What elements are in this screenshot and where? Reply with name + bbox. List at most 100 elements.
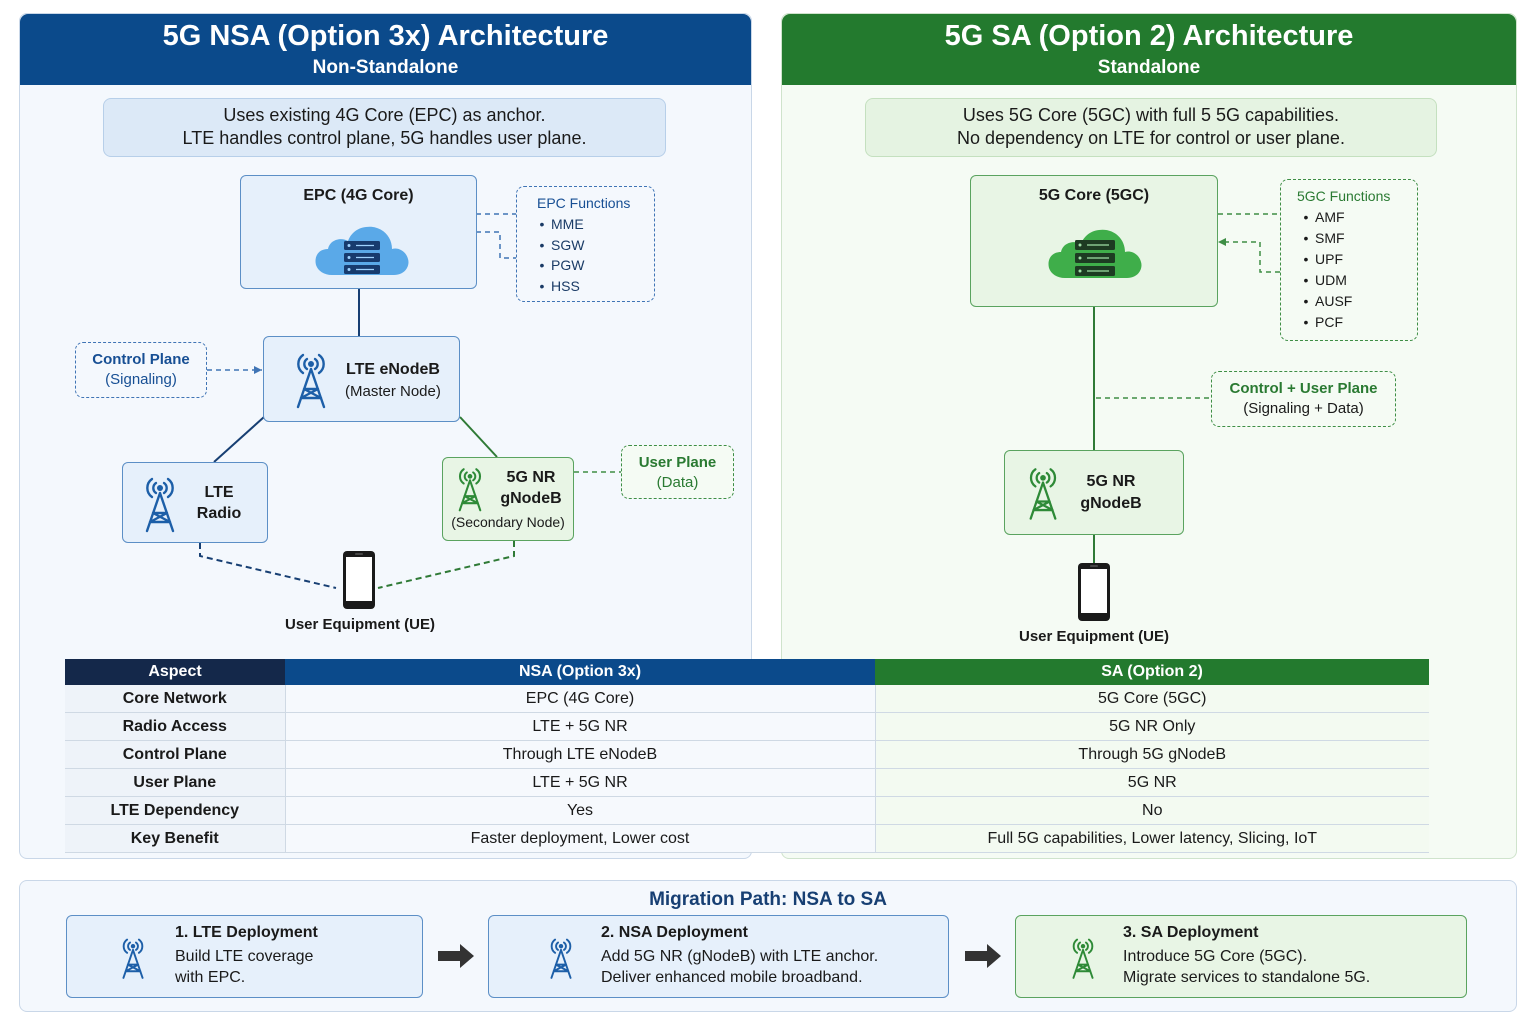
cell-tower-icon [296, 353, 326, 409]
5gc-functions-list: AMF SMF UPF UDM AUSF PCF [1297, 209, 1352, 335]
cloud-server-icon [1048, 229, 1142, 278]
user-plane-box: User Plane (Data) [621, 445, 734, 499]
step-1-title: 1. LTE Deployment [175, 924, 318, 941]
table-cell: No [874, 796, 1429, 825]
user-plane-sub: (Data) [656, 474, 699, 491]
table-cell: Full 5G capabilities, Lower latency, Sli… [874, 824, 1429, 853]
epc-functions-line-2 [476, 231, 516, 259]
table-cell: Radio Access [65, 712, 285, 741]
cloud-server-icon [315, 226, 409, 275]
function-item: HSS [533, 278, 584, 299]
table-header-aspect: Aspect [65, 659, 285, 685]
enodeb-to-gnodeb-line [459, 416, 498, 458]
step-1-line-1: Build LTE coverage [175, 948, 314, 965]
sa-gnodeb-box: 5G NR gNodeB [1004, 450, 1184, 535]
nsa-note-line-1: Uses existing 4G Core (EPC) as anchor. [223, 105, 546, 125]
lte-enodeb-box: LTE eNodeB (Master Node) [263, 336, 460, 422]
cp-up-box: Control + User Plane (Signaling + Data) [1211, 371, 1396, 427]
sa-ue-label: User Equipment (UE) [1018, 628, 1169, 645]
enodeb-sub: (Master Node) [345, 383, 441, 400]
function-item: AMF [1297, 209, 1352, 230]
sa-header: 5G SA (Option 2) Architecture Standalone [782, 14, 1516, 85]
table-row: Core Network EPC (4G Core) 5G Core (5GC) [65, 685, 1429, 713]
function-item: UPF [1297, 251, 1352, 272]
table-cell: 5G NR [874, 768, 1429, 797]
nsa-note: Uses existing 4G Core (EPC) as anchor. L… [103, 98, 666, 157]
lte-radio-to-ue-line [199, 543, 337, 589]
nsa-gnodeb-line-2: gNodeB [500, 490, 562, 507]
table-cell: Control Plane [65, 740, 285, 769]
5g-core-label: 5G Core (5GC) [1038, 187, 1150, 204]
step-3-title: 3. SA Deployment [1123, 924, 1259, 941]
table-cell: Faster deployment, Lower cost [284, 824, 875, 853]
cell-tower-icon [1029, 468, 1057, 520]
nsa-ue-label: User Equipment (UE) [284, 616, 435, 633]
step-3-desc: Introduce 5G Core (5GC). Migrate service… [1123, 946, 1370, 988]
table-header-sa: SA (Option 2) [875, 659, 1429, 685]
arrow-right-icon [438, 944, 474, 968]
table-row: Radio Access LTE + 5G NR 5G NR Only [65, 712, 1429, 741]
lte-radio-line-2: Radio [196, 505, 242, 522]
sa-note-line-2: No dependency on LTE for control or user… [957, 128, 1345, 148]
5gc-functions-title: 5GC Functions [1297, 188, 1391, 204]
table-cell: User Plane [65, 768, 285, 797]
lte-radio-box: LTE Radio [122, 462, 268, 543]
smartphone-icon [343, 551, 375, 609]
table-cell: Key Benefit [65, 824, 285, 853]
enodeb-label: LTE eNodeB [346, 361, 440, 378]
migration-step-2: 2. NSA Deployment Add 5G NR (gNodeB) wit… [488, 915, 949, 998]
step-3-line-1: Introduce 5G Core (5GC). [1123, 948, 1308, 965]
step-3-line-2: Migrate services to standalone 5G. [1123, 969, 1371, 986]
nsa-gnodeb-box: 5G NR gNodeB (Secondary Node) [442, 457, 574, 541]
function-item: AUSF [1297, 293, 1352, 314]
step-2-line-1: Add 5G NR (gNodeB) with LTE anchor. [601, 948, 879, 965]
arrow-right-icon [965, 944, 1001, 968]
table-cell: Core Network [65, 685, 285, 713]
epc-functions-title: EPC Functions [537, 195, 631, 211]
step-1-desc: Build LTE coverage with EPC. [175, 946, 313, 988]
nsa-header: 5G NSA (Option 3x) Architecture Non-Stan… [20, 14, 751, 85]
migration-title: Migration Path: NSA to SA [649, 889, 887, 910]
table-row: Control Plane Through LTE eNodeB Through… [65, 740, 1429, 769]
step-2-line-2: Deliver enhanced mobile broadband. [601, 969, 863, 986]
function-item: MME [533, 216, 584, 237]
epc-functions-list: MME SGW PGW HSS [533, 216, 584, 298]
enodeb-to-lte-radio-line [213, 416, 265, 463]
nsa-title: 5G NSA (Option 3x) Architecture [162, 20, 609, 52]
cell-tower-icon [1072, 938, 1094, 979]
5gc-functions-line-2 [1220, 241, 1280, 273]
sa-title: 5G SA (Option 2) Architecture [944, 20, 1354, 52]
table-cell: LTE + 5G NR [284, 712, 875, 741]
table-cell: Through 5G gNodeB [874, 740, 1429, 769]
sa-gnodeb-line-1: 5G NR [1086, 473, 1136, 490]
control-plane-label: Control Plane [92, 351, 190, 368]
cell-tower-icon [458, 468, 482, 512]
sa-note: Uses 5G Core (5GC) with full 5 5G capabi… [865, 98, 1437, 157]
cell-tower-icon [550, 938, 572, 979]
table-cell: 5G Core (5GC) [874, 685, 1429, 713]
step-2-title: 2. NSA Deployment [601, 924, 748, 941]
table-row: LTE Dependency Yes No [65, 796, 1429, 825]
lte-radio-line-1: LTE [204, 484, 234, 501]
sa-subtitle: Standalone [1097, 57, 1201, 78]
epc-functions-box: EPC Functions MME SGW PGW HSS [516, 186, 655, 302]
cell-tower-icon [122, 938, 144, 979]
function-item: UDM [1297, 272, 1352, 293]
5gc-functions-arrow [1218, 238, 1226, 246]
nsa-subtitle: Non-Standalone [312, 57, 459, 78]
nsa-gnodeb-line-1: 5G NR [506, 469, 556, 486]
step-2-desc: Add 5G NR (gNodeB) with LTE anchor. Deli… [601, 946, 878, 988]
user-plane-label: User Plane [638, 454, 717, 471]
table-cell: EPC (4G Core) [284, 685, 875, 713]
cp-up-sub: (Signaling + Data) [1243, 400, 1364, 417]
sa-note-line-1: Uses 5G Core (5GC) with full 5 5G capabi… [962, 105, 1340, 125]
function-item: SGW [533, 237, 584, 258]
sa-gnodeb-line-2: gNodeB [1080, 495, 1142, 512]
comparison-table: Aspect NSA (Option 3x) SA (Option 2) Cor… [65, 659, 1429, 853]
table-cell: LTE Dependency [65, 796, 285, 825]
function-item: PCF [1297, 314, 1352, 335]
function-item: SMF [1297, 230, 1352, 251]
5gc-functions-box: 5GC Functions AMF SMF UPF UDM AUSF PCF [1280, 179, 1418, 341]
smartphone-icon [1078, 563, 1110, 621]
